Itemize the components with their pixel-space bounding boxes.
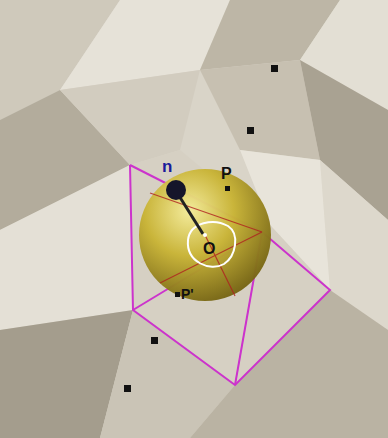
point-label: P [221, 166, 232, 182]
point-label: n [162, 158, 172, 175]
point-label: O [203, 241, 215, 257]
point-label: P' [181, 287, 194, 301]
